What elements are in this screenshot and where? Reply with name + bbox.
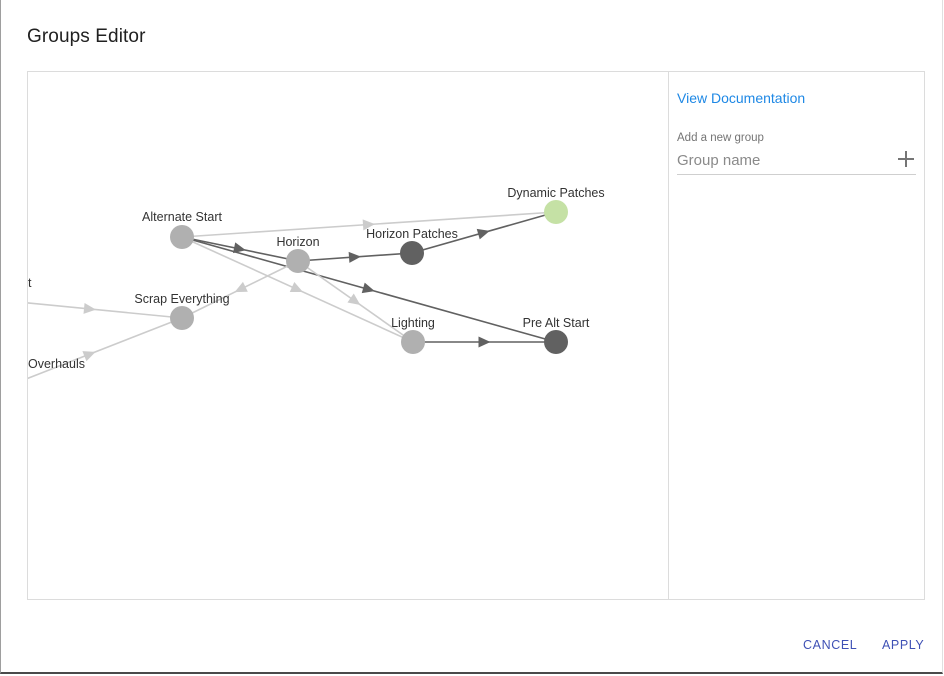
node-scrap-everything[interactable] <box>170 306 194 330</box>
node-label-offscreen-t: t <box>28 276 32 290</box>
edge-arrow-icon <box>348 251 361 263</box>
edge-arrow-icon <box>234 281 248 293</box>
add-group-field <box>677 148 916 175</box>
edge-arrow-icon <box>83 302 96 314</box>
node-label-lighting: Lighting <box>391 316 435 330</box>
view-documentation-link[interactable]: View Documentation <box>677 90 806 106</box>
node-alternate-start[interactable] <box>170 225 194 249</box>
group-name-input[interactable] <box>677 148 887 172</box>
node-label-overhauls: Overhauls <box>28 357 85 371</box>
edge-arrow-icon <box>362 219 375 231</box>
node-horizon-patches[interactable] <box>400 241 424 265</box>
node-label-dynamic-patches: Dynamic Patches <box>507 186 604 200</box>
edge-overhauls-to-scrap-everything <box>28 317 183 380</box>
edge-arrow-icon <box>361 282 375 294</box>
edge-arrow-icon <box>476 228 490 240</box>
edge-arrow-icon <box>233 242 246 254</box>
edge-arrow-icon <box>82 351 96 362</box>
side-panel: View Documentation Add a new group <box>669 72 924 599</box>
cancel-button[interactable]: CANCEL <box>803 638 858 652</box>
node-label-horizon: Horizon <box>276 235 319 249</box>
node-label-alternate-start: Alternate Start <box>142 210 222 224</box>
node-label-horizon-patches: Horizon Patches <box>366 227 458 241</box>
edge-arrow-icon <box>478 336 491 348</box>
node-dynamic-patches[interactable] <box>544 200 568 224</box>
node-label-pre-alt-start: Pre Alt Start <box>523 316 590 330</box>
apply-button[interactable]: APPLY <box>882 638 925 652</box>
node-pre-alt-start[interactable] <box>544 330 568 354</box>
add-group-label: Add a new group <box>677 132 764 144</box>
add-group-plus-icon[interactable] <box>898 151 914 167</box>
node-horizon[interactable] <box>286 249 310 273</box>
edge-arrow-icon <box>347 293 361 305</box>
node-lighting[interactable] <box>401 330 425 354</box>
edge-arrow-icon <box>289 282 303 293</box>
node-label-scrap-everything: Scrap Everything <box>134 292 229 306</box>
dialog-title: Groups Editor <box>27 26 146 47</box>
